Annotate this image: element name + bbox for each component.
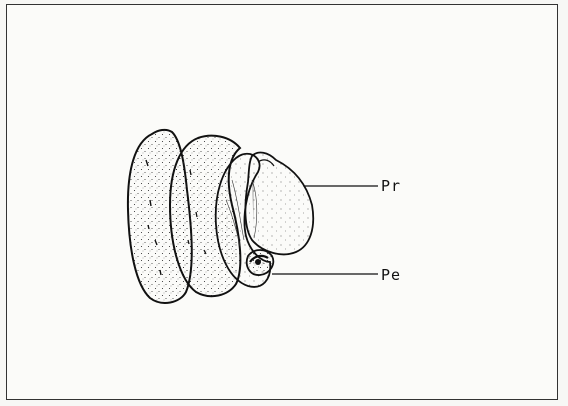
proboscis-tip [245,153,313,255]
label-pr: Pr [381,177,401,195]
aperture [247,250,274,275]
label-pe: Pe [381,266,401,284]
